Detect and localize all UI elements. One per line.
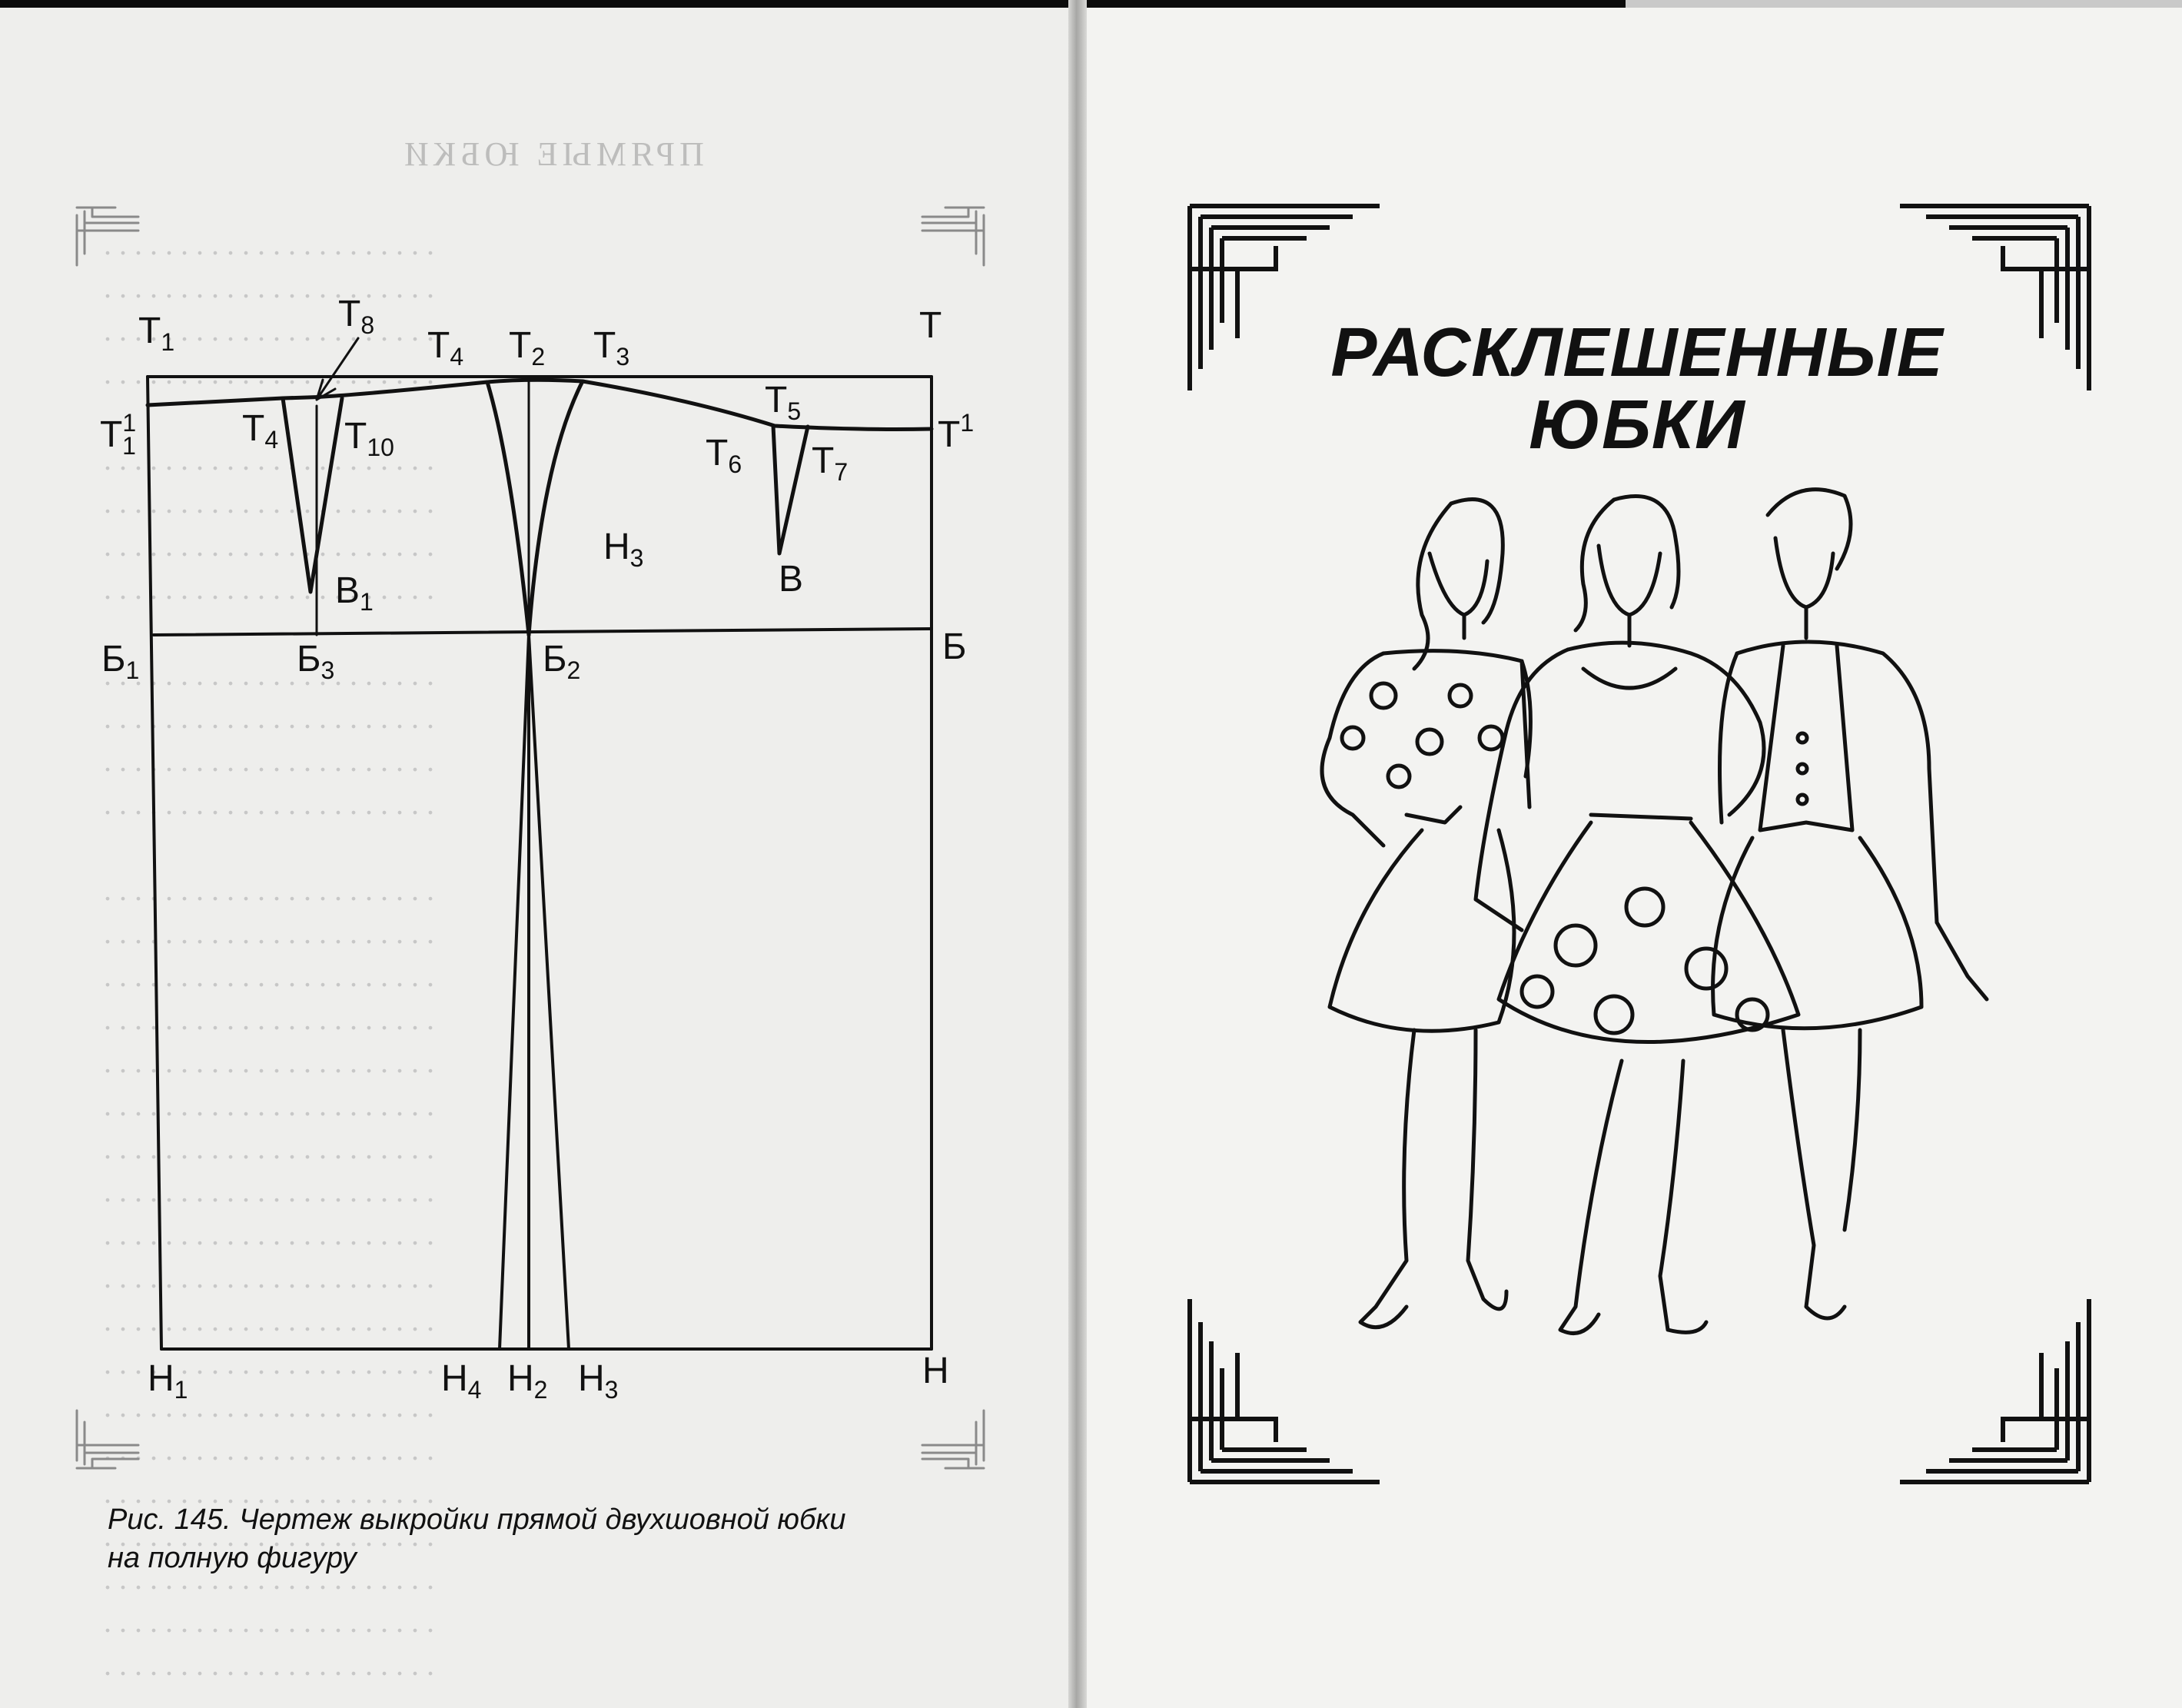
scan-edge-light	[1626, 0, 2182, 8]
side-seam-line-h4	[498, 633, 530, 1351]
point-label-bh3: Б3	[297, 639, 335, 684]
figure-center	[1473, 494, 1801, 1335]
point-label-h3-top: Н3	[603, 527, 644, 572]
point-label-b1: В1	[335, 570, 374, 616]
point-label-b: В	[779, 559, 804, 600]
side-seam-curve-left	[485, 380, 531, 637]
left-page-ornament-corners	[75, 206, 985, 1470]
figure-right	[1711, 487, 1989, 1321]
figure-caption: Рис. 145. Чертеж выкройки прямой двухшов…	[108, 1504, 846, 1574]
point-label-t10: Т10	[344, 416, 394, 461]
figure-left	[1320, 497, 1533, 1330]
frame-left-line	[146, 375, 163, 1351]
point-label-h3: Н3	[578, 1358, 619, 1404]
point-label-t6: Т6	[706, 433, 742, 478]
chapter-title-line-1: РАСКЛЕШЕННЫЕ	[1330, 314, 1944, 391]
point-label-t1: Т1	[138, 311, 175, 356]
point-label-h4: Н4	[441, 1358, 482, 1404]
point-label-t: Т	[919, 305, 942, 346]
front-dart	[771, 424, 810, 556]
point-label-bh: Б	[942, 626, 967, 667]
chapter-title-line-2: ЮБКИ	[1529, 387, 1745, 464]
left-page: ПРЯМЫЕ ЮБКИ . . . . . . . . . . . . . . …	[0, 0, 1076, 1708]
hipline	[152, 627, 933, 636]
waist-curve	[145, 377, 934, 431]
right-page	[1076, 0, 2182, 1708]
point-label-t5: Т5	[765, 380, 802, 425]
title-frame-ornaments	[1187, 204, 2091, 1484]
book-spine	[1068, 0, 1087, 1708]
point-label-h2: Н2	[507, 1358, 548, 1404]
point-label-t3: Т3	[593, 325, 630, 371]
point-label-h1: Н1	[148, 1358, 188, 1404]
point-label-bh1: Б1	[101, 639, 140, 684]
back-dart	[281, 396, 344, 594]
side-seam-curve-right	[526, 379, 585, 637]
point-label-t4: Т4	[242, 408, 279, 454]
scan-edge-dark	[0, 0, 1626, 8]
point-label-t1-1: Т11	[100, 409, 137, 460]
bleed-through-text: . . . . . . . . . . . . . . . . . . . . …	[104, 227, 434, 1682]
point-label-t1-right: Т1	[938, 409, 975, 455]
point-label-t4-top: Т4	[427, 325, 464, 371]
point-label-bh2: Б2	[543, 639, 581, 684]
fashion-illustration	[1320, 487, 1989, 1335]
chapter-title: РАСКЛЕШЕННЫЕ ЮБКИ	[1211, 317, 2064, 461]
point-label-h: Н	[922, 1351, 949, 1391]
side-seam-line-h3	[527, 633, 570, 1351]
point-label-t2: Т2	[509, 325, 546, 371]
dart-arrow	[315, 337, 360, 401]
point-label-t7: Т7	[812, 440, 849, 486]
point-label-t8: Т8	[338, 294, 375, 339]
